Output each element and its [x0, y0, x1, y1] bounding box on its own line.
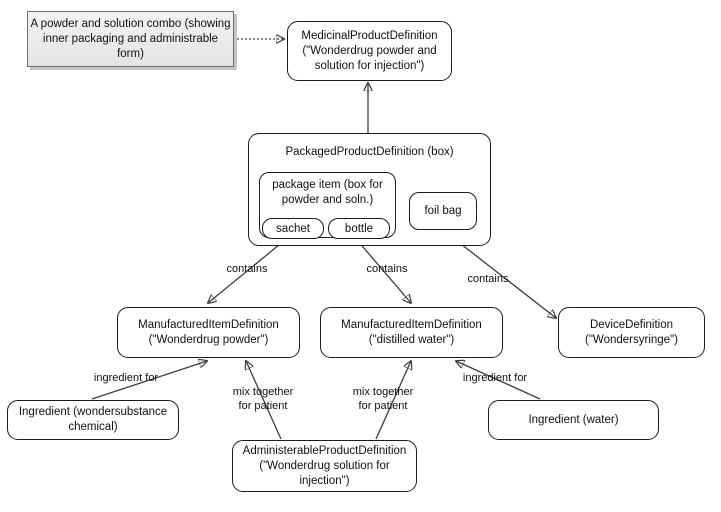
node-bottle-label: bottle [344, 222, 374, 235]
node-sachet-label: sachet [276, 222, 310, 235]
edge-label-mix-right: mix together for patient [352, 386, 414, 412]
edge-label-contains-foilbag: contains [467, 273, 509, 285]
node-manufactured-item-water-label: ManufacturedItemDefinition ("distilled w… [341, 318, 482, 346]
node-package-item-label: package item (box for powder and soln.) [272, 179, 383, 206]
node-medicinal-product-definition[interactable]: MedicinalProductDefinition ("Wonderdrug … [287, 21, 452, 81]
note-text: A powder and solution combo (showing inn… [30, 17, 231, 60]
link-administerable-to-water [375, 361, 411, 440]
node-administerable-product-definition[interactable]: AdministerableProductDefinition ("Wonder… [232, 440, 417, 492]
node-foil-bag-label: foil bag [424, 205, 462, 217]
node-manufactured-item-powder-label: ManufacturedItemDefinition ("Wonderdrug … [138, 318, 279, 346]
node-ingredient-chemical-label: Ingredient (wondersubstance chemical) [18, 406, 168, 433]
link-ingredient-chemical-to-powder [91, 361, 207, 400]
node-ingredient-water-label: Ingredient (water) [528, 413, 619, 426]
edge-label-contains-sachet: contains [226, 263, 268, 275]
edge-label-ingredient-for-left: ingredient for [93, 372, 159, 384]
node-manufactured-item-water[interactable]: ManufacturedItemDefinition ("distilled w… [320, 307, 503, 358]
node-bottle[interactable]: bottle [328, 218, 390, 239]
node-packaged-product-definition-label: PackagedProductDefinition (box) [285, 146, 454, 158]
node-foil-bag[interactable]: foil bag [409, 192, 477, 230]
edge-label-contains-bottle: contains [366, 263, 408, 275]
link-bottle-contains-water [356, 239, 411, 303]
link-ingredient-water-to-water [456, 361, 541, 400]
note-box: A powder and solution combo (showing inn… [27, 11, 234, 67]
node-device-definition[interactable]: DeviceDefinition ("Wondersyringe") [558, 307, 705, 358]
link-sachet-contains-powder [208, 239, 286, 303]
edge-label-ingredient-for-right: ingredient for [462, 372, 528, 384]
node-ingredient-water[interactable]: Ingredient (water) [488, 400, 659, 440]
edge-label-mix-left: mix together for patient [232, 386, 294, 412]
node-sachet[interactable]: sachet [262, 218, 324, 239]
node-medicinal-product-definition-label: MedicinalProductDefinition ("Wonderdrug … [301, 29, 438, 72]
node-device-definition-label: DeviceDefinition ("Wondersyringe") [585, 318, 678, 346]
node-administerable-product-definition-label: AdministerableProductDefinition ("Wonder… [242, 444, 407, 487]
node-manufactured-item-powder[interactable]: ManufacturedItemDefinition ("Wonderdrug … [117, 307, 300, 358]
node-ingredient-chemical[interactable]: Ingredient (wondersubstance chemical) [7, 400, 179, 440]
link-administerable-to-powder [246, 361, 282, 440]
